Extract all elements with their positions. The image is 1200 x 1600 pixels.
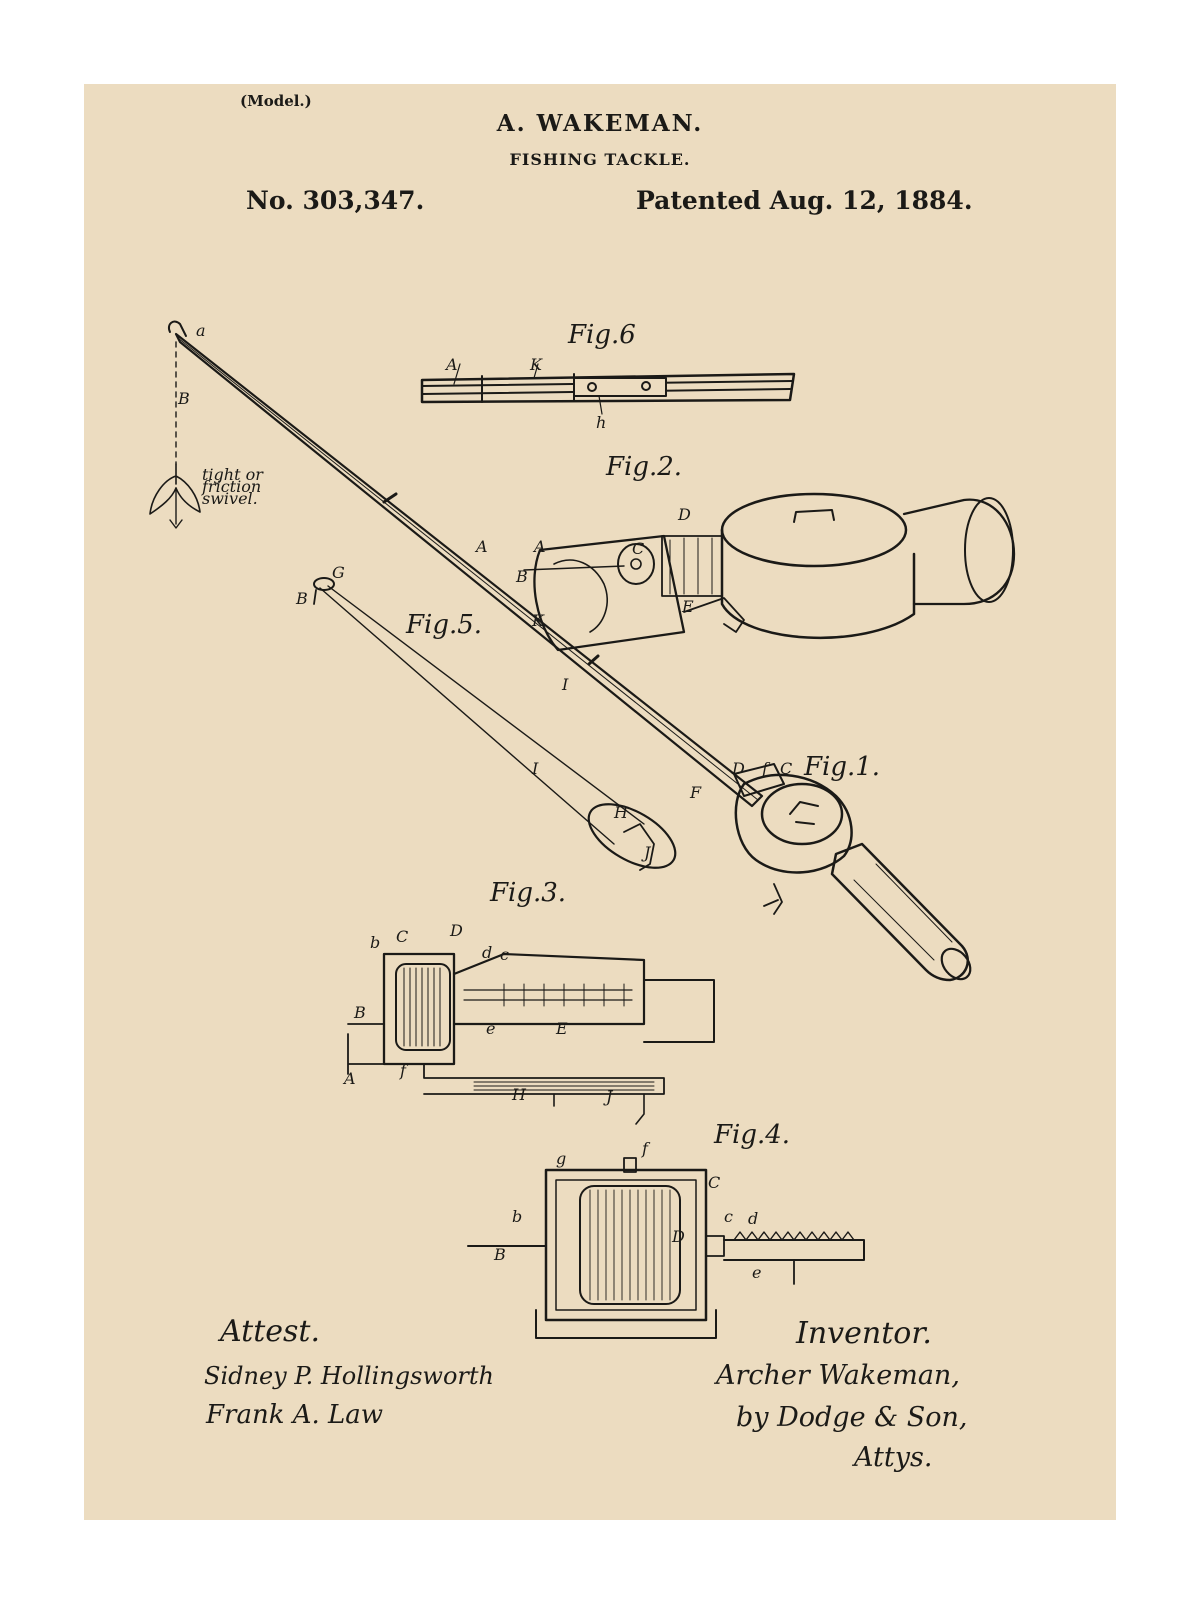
svg-text:A: A bbox=[532, 537, 546, 556]
fig3-caption: Fig.3. bbox=[490, 878, 567, 908]
witness-signature-2: Frank A. Law bbox=[206, 1400, 384, 1430]
svg-text:B: B bbox=[177, 389, 190, 408]
fig4-caption: Fig.4. bbox=[714, 1120, 791, 1150]
svg-text:D: D bbox=[677, 505, 691, 524]
svg-text:H: H bbox=[613, 803, 629, 822]
svg-text:F: F bbox=[689, 783, 702, 802]
svg-text:h: h bbox=[596, 413, 606, 432]
svg-text:I: I bbox=[531, 759, 539, 778]
svg-text:B: B bbox=[295, 589, 308, 608]
attest-label: Attest. bbox=[220, 1314, 320, 1349]
fig2-reel-detail bbox=[523, 492, 1016, 652]
fig5-caption: Fig.5. bbox=[406, 610, 483, 640]
svg-text:A: A bbox=[444, 355, 458, 374]
svg-text:f: f bbox=[761, 759, 771, 778]
fig5-line-winder bbox=[313, 577, 677, 871]
svg-text:K: K bbox=[531, 611, 545, 630]
svg-text:d: d bbox=[482, 943, 492, 962]
patent-number: No. 303,347. bbox=[246, 186, 425, 215]
svg-text:e: e bbox=[486, 1019, 495, 1038]
svg-text:C: C bbox=[708, 1173, 720, 1192]
svg-text:c: c bbox=[500, 945, 509, 964]
patent-drawing: a B tight or friction swivel. A K h A A … bbox=[149, 320, 1016, 1339]
svg-text:B: B bbox=[515, 567, 528, 586]
svg-text:g: g bbox=[556, 1149, 566, 1168]
inventor-heading: A. WAKEMAN. bbox=[496, 110, 704, 137]
svg-text:A: A bbox=[474, 537, 488, 556]
swivel-note-2: friction bbox=[201, 477, 261, 496]
svg-text:B: B bbox=[493, 1245, 506, 1264]
svg-text:K: K bbox=[529, 355, 543, 374]
svg-text:c: c bbox=[724, 1207, 733, 1226]
fig1-fishing-rod bbox=[149, 320, 972, 982]
model-label: (Model.) bbox=[240, 92, 312, 110]
fig4-spool-section bbox=[467, 1157, 865, 1339]
svg-text:b: b bbox=[370, 933, 380, 952]
svg-text:f: f bbox=[399, 1061, 409, 1080]
svg-text:I: I bbox=[561, 675, 569, 694]
svg-text:e: e bbox=[752, 1263, 761, 1282]
svg-text:D: D bbox=[731, 759, 745, 778]
svg-text:E: E bbox=[555, 1019, 568, 1038]
patent-sheet: (Model.) A. WAKEMAN. FISHING TACKLE. No.… bbox=[84, 84, 1116, 1520]
witness-signature-1: Sidney P. Hollingsworth bbox=[204, 1362, 494, 1390]
fig1-caption: Fig.1. bbox=[804, 752, 881, 782]
svg-text:B: B bbox=[353, 1003, 366, 1022]
svg-text:G: G bbox=[332, 563, 345, 582]
svg-text:D: D bbox=[449, 921, 463, 940]
patent-date: Patented Aug. 12, 1884. bbox=[636, 186, 973, 215]
svg-text:E: E bbox=[681, 597, 694, 616]
svg-text:D: D bbox=[671, 1227, 685, 1246]
fig3-reel-section bbox=[347, 952, 715, 1125]
attorney-signature: by Dodge & Son, bbox=[736, 1402, 968, 1433]
svg-text:C: C bbox=[396, 927, 408, 946]
svg-text:J: J bbox=[641, 843, 652, 862]
svg-text:J: J bbox=[603, 1087, 614, 1106]
svg-text:f: f bbox=[641, 1139, 651, 1158]
svg-text:b: b bbox=[512, 1207, 522, 1226]
inventor-label: Inventor. bbox=[796, 1316, 932, 1351]
svg-text:A: A bbox=[342, 1069, 356, 1088]
attorney-suffix: Attys. bbox=[854, 1442, 933, 1473]
fig2-caption: Fig.2. bbox=[606, 452, 683, 482]
swivel-note-1: tight or bbox=[202, 465, 264, 484]
svg-text:C: C bbox=[780, 759, 792, 778]
svg-text:C: C bbox=[632, 539, 644, 558]
svg-text:H: H bbox=[511, 1085, 527, 1104]
svg-text:d: d bbox=[748, 1209, 758, 1228]
fig6-caption: Fig.6 bbox=[568, 320, 636, 350]
patent-title: FISHING TACKLE. bbox=[509, 150, 691, 169]
svg-text:a: a bbox=[196, 321, 206, 340]
inventor-signature: Archer Wakeman, bbox=[716, 1360, 960, 1391]
swivel-note-3: swivel. bbox=[202, 489, 258, 508]
fig6-rod-joint bbox=[420, 363, 796, 415]
